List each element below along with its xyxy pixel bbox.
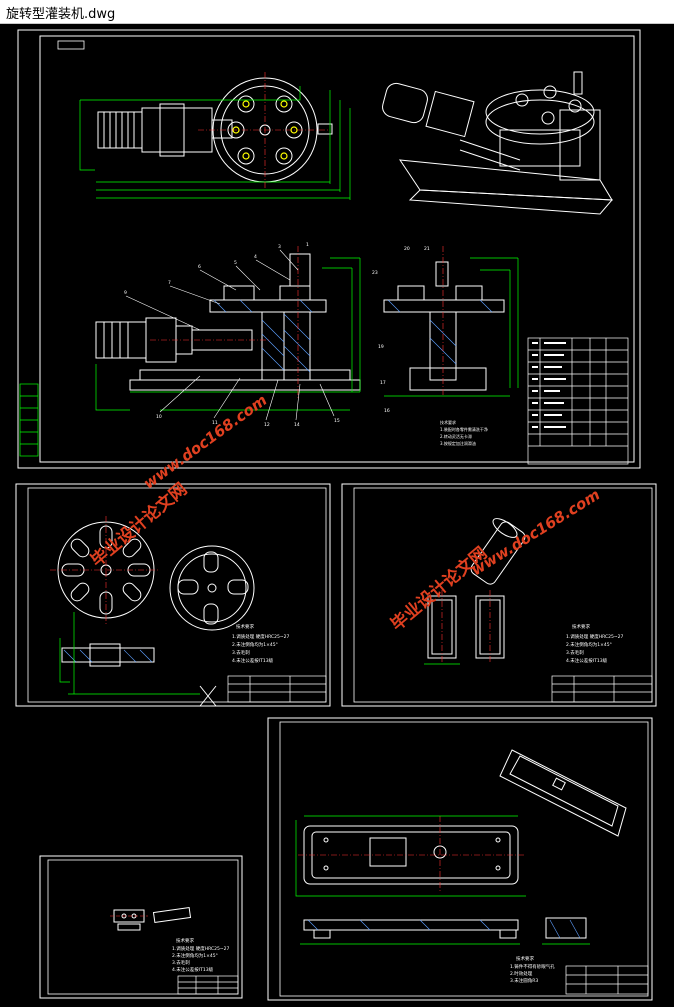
sheet-disc-part: 技术要求 1.调质处理 硬度HRC25~27 2.未注倒角均为1×45° 3.去…	[15, 483, 331, 707]
sleeve-isometric	[470, 518, 526, 585]
disc-isometric	[169, 545, 255, 631]
cad-viewport[interactable]: 技术要求 1.装配时各零件需清洗干净 2.转动灵活无卡滞 3.按规定加注润滑油 …	[0, 24, 674, 1007]
svg-text:3.去毛刺: 3.去毛刺	[172, 959, 190, 966]
sheet-base-plate: 技术要求 1.铸件不得有砂眼气孔 2.时效处理 3.未注圆角R3	[267, 717, 653, 1001]
base-plate-isometric	[499, 749, 627, 837]
top-view-dimensions	[79, 86, 351, 200]
svg-text:1.调质处理 硬度HRC25~27: 1.调质处理 硬度HRC25~27	[566, 633, 624, 640]
svg-text:1.调质处理 硬度HRC25~27: 1.调质处理 硬度HRC25~27	[172, 945, 230, 952]
svg-text:9: 9	[124, 290, 127, 296]
isometric-assembly	[382, 71, 614, 215]
assembly-note-1: 1.装配时各零件需清洗干净	[440, 426, 488, 432]
svg-text:5: 5	[234, 260, 237, 266]
svg-text:19: 19	[378, 344, 384, 350]
cad-drawing-canvas[interactable]: 技术要求 1.装配时各零件需清洗干净 2.转动灵活无卡滞 3.按规定加注润滑油 …	[0, 24, 674, 1007]
assembly-note-3: 3.按规定加注润滑油	[440, 440, 476, 446]
parts-list-table	[527, 337, 629, 465]
margin-strip-assembly	[19, 383, 39, 457]
disc-notes-heading: 技术要求	[236, 623, 254, 630]
svg-text:6: 6	[198, 264, 201, 270]
svg-text:20: 20	[404, 246, 410, 252]
svg-text:23: 23	[372, 270, 378, 276]
tech-notes-assembly: 技术要求 1.装配时各零件需清洗干净 2.转动灵活无卡滞 3.按规定加注润滑油	[440, 419, 488, 446]
assembly-note-heading: 技术要求	[440, 419, 456, 425]
base-plate-section	[303, 917, 587, 939]
svg-text:17: 17	[380, 380, 386, 386]
svg-text:4: 4	[254, 254, 257, 260]
svg-text:1.铸件不得有砂眼气孔: 1.铸件不得有砂眼气孔	[510, 963, 555, 970]
leader-lines	[125, 249, 335, 421]
svg-text:7: 7	[168, 280, 171, 286]
svg-text:1: 1	[306, 242, 309, 248]
top-view-centerlines	[198, 72, 328, 188]
svg-text:4.未注公差按IT13级: 4.未注公差按IT13级	[566, 657, 608, 664]
sheet-sleeve-part: 技术要求 1.调质处理 硬度HRC25~27 2.未注倒角均为1×45° 3.去…	[341, 483, 657, 707]
svg-text:2.未注倒角均为1×45°: 2.未注倒角均为1×45°	[566, 641, 612, 648]
window-titlebar: 旋转型灌装机.dwg	[0, 0, 674, 24]
base-title-block	[565, 965, 649, 995]
svg-text:3.去毛刺: 3.去毛刺	[232, 649, 250, 656]
sheet-assembly: 技术要求 1.装配时各零件需清洗干净 2.转动灵活无卡滞 3.按规定加注润滑油 …	[17, 29, 641, 469]
sleeve-title-block	[551, 675, 653, 703]
part-balloons: 9 7 6 5 4 3 1 10 11 12 14 15 23 20 21 19…	[124, 242, 430, 428]
sleeve-notes-heading: 技术要求	[572, 623, 590, 630]
side-section-view	[383, 261, 505, 391]
svg-text:11: 11	[212, 420, 218, 426]
svg-text:2.时效处理: 2.时效处理	[510, 970, 533, 977]
window-title: 旋转型灌装机.dwg	[6, 7, 116, 22]
sleeve-sections	[427, 595, 505, 659]
svg-text:16: 16	[384, 408, 390, 414]
svg-text:3.去毛刺: 3.去毛刺	[566, 649, 584, 656]
svg-text:14: 14	[294, 422, 300, 428]
svg-text:3: 3	[278, 244, 281, 250]
front-section-dimensions	[95, 257, 361, 411]
svg-text:15: 15	[334, 418, 340, 424]
front-section-view	[95, 253, 361, 391]
small-notes-heading: 技术要求	[176, 937, 194, 944]
svg-text:21: 21	[424, 246, 430, 252]
svg-text:4.未注公差按IT13级: 4.未注公差按IT13级	[232, 657, 274, 664]
assembly-note-2: 2.转动灵活无卡滞	[440, 433, 472, 439]
svg-text:4.未注公差按IT13级: 4.未注公差按IT13级	[172, 966, 214, 973]
svg-text:12: 12	[264, 422, 270, 428]
disc-title-block	[227, 675, 327, 703]
svg-text:1.调质处理 硬度HRC25~27: 1.调质处理 硬度HRC25~27	[232, 633, 290, 640]
base-notes-heading: 技术要求	[516, 955, 534, 962]
svg-text:3.未注圆角R3: 3.未注圆角R3	[510, 977, 538, 984]
svg-text:10: 10	[156, 414, 162, 420]
svg-text:2.未注倒角均为1×45°: 2.未注倒角均为1×45°	[232, 641, 278, 648]
front-section-hatching	[213, 299, 313, 373]
svg-text:2.未注倒角均为1×45°: 2.未注倒角均为1×45°	[172, 952, 218, 959]
sheet-small-part: 技术要求 1.调质处理 硬度HRC25~27 2.未注倒角均为1×45° 3.去…	[39, 855, 243, 999]
disc-section	[61, 643, 155, 667]
